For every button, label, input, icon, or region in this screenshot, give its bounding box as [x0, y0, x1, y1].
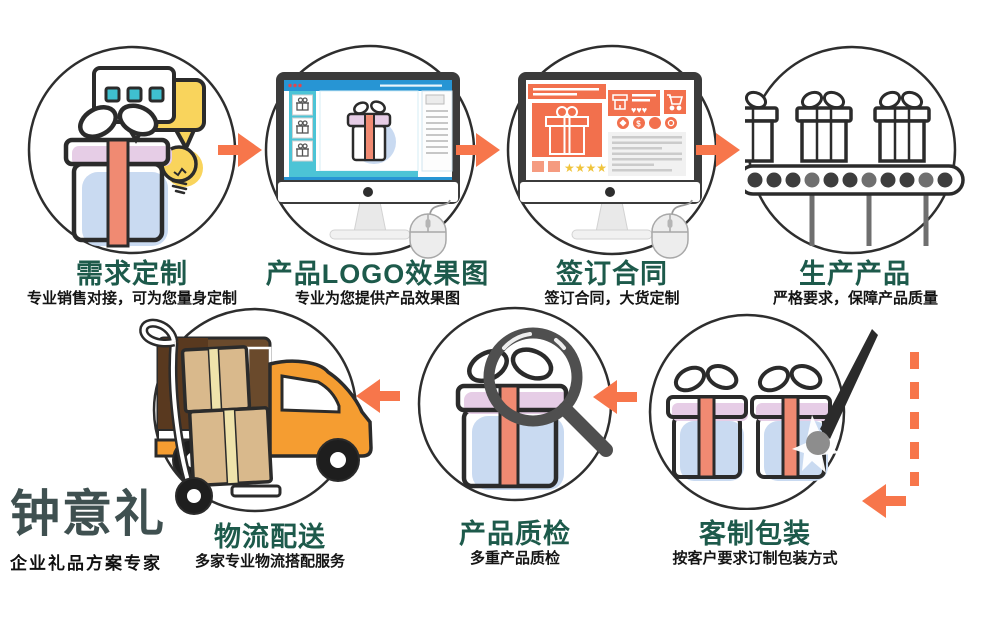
step-title-custom-packaging: 客制包装	[699, 519, 811, 549]
flow-arrow-left-icon	[356, 379, 400, 413]
step-subtitle-production: 严格要求，保障产品质量	[772, 290, 938, 307]
conveyor-gifts-icon	[745, 45, 965, 255]
step-subtitle-logo-render: 专业为您提供产品效果图	[294, 290, 460, 307]
flow-dashed-connector	[910, 352, 919, 486]
flow-arrow-right-icon	[456, 133, 500, 167]
flow-arrow-left-icon	[862, 484, 906, 518]
flow-arrow-right-icon	[218, 133, 262, 167]
monitor-ecommerce-icon: ★★★★★ ♥♥♥ $	[506, 44, 718, 259]
brand-tagline: 企业礼品方案专家	[10, 553, 162, 573]
step-title-logo-render: 产品LOGO效果图	[265, 259, 490, 289]
step-title-logistics: 物流配送	[214, 522, 326, 552]
step-subtitle-contract: 签订合同，大货定制	[544, 290, 680, 307]
step-subtitle-logistics: 多家专业物流搭配服务	[194, 553, 345, 570]
brand-name: 钟意礼	[10, 486, 166, 542]
mouse-icon	[651, 199, 693, 259]
step-title-production: 生产产品	[799, 259, 911, 289]
rating-stars: ★★★★★	[564, 161, 618, 175]
svg-text:$: $	[636, 119, 641, 128]
gifts-paintbrush-icon	[648, 313, 878, 510]
mouse-icon	[409, 199, 451, 259]
monitor-design-app-icon	[264, 44, 476, 259]
cargo-boxes	[180, 345, 273, 488]
flow-arrow-right-icon	[696, 133, 740, 167]
step-subtitle-demand: 专业销售对接，可为您量身定制	[26, 290, 237, 307]
delivery-truck-icon	[139, 307, 373, 515]
step-title-quality-check: 产品质检	[459, 519, 571, 549]
step-subtitle-custom-packaging: 按客户要求订制包装方式	[672, 550, 838, 567]
flow-arrow-left-icon	[593, 380, 637, 414]
gift-chat-idea-icon	[27, 45, 237, 255]
social-icons-row: $	[617, 117, 677, 129]
step-title-demand: 需求定制	[76, 259, 188, 289]
hearts-row: ♥♥♥	[631, 105, 647, 115]
step-title-contract: 签订合同	[556, 259, 668, 289]
brand-block: 钟意礼 企业礼品方案专家	[10, 488, 190, 574]
step-subtitle-quality-check: 多重产品质检	[469, 550, 560, 567]
gift-magnifier-icon	[417, 306, 613, 502]
